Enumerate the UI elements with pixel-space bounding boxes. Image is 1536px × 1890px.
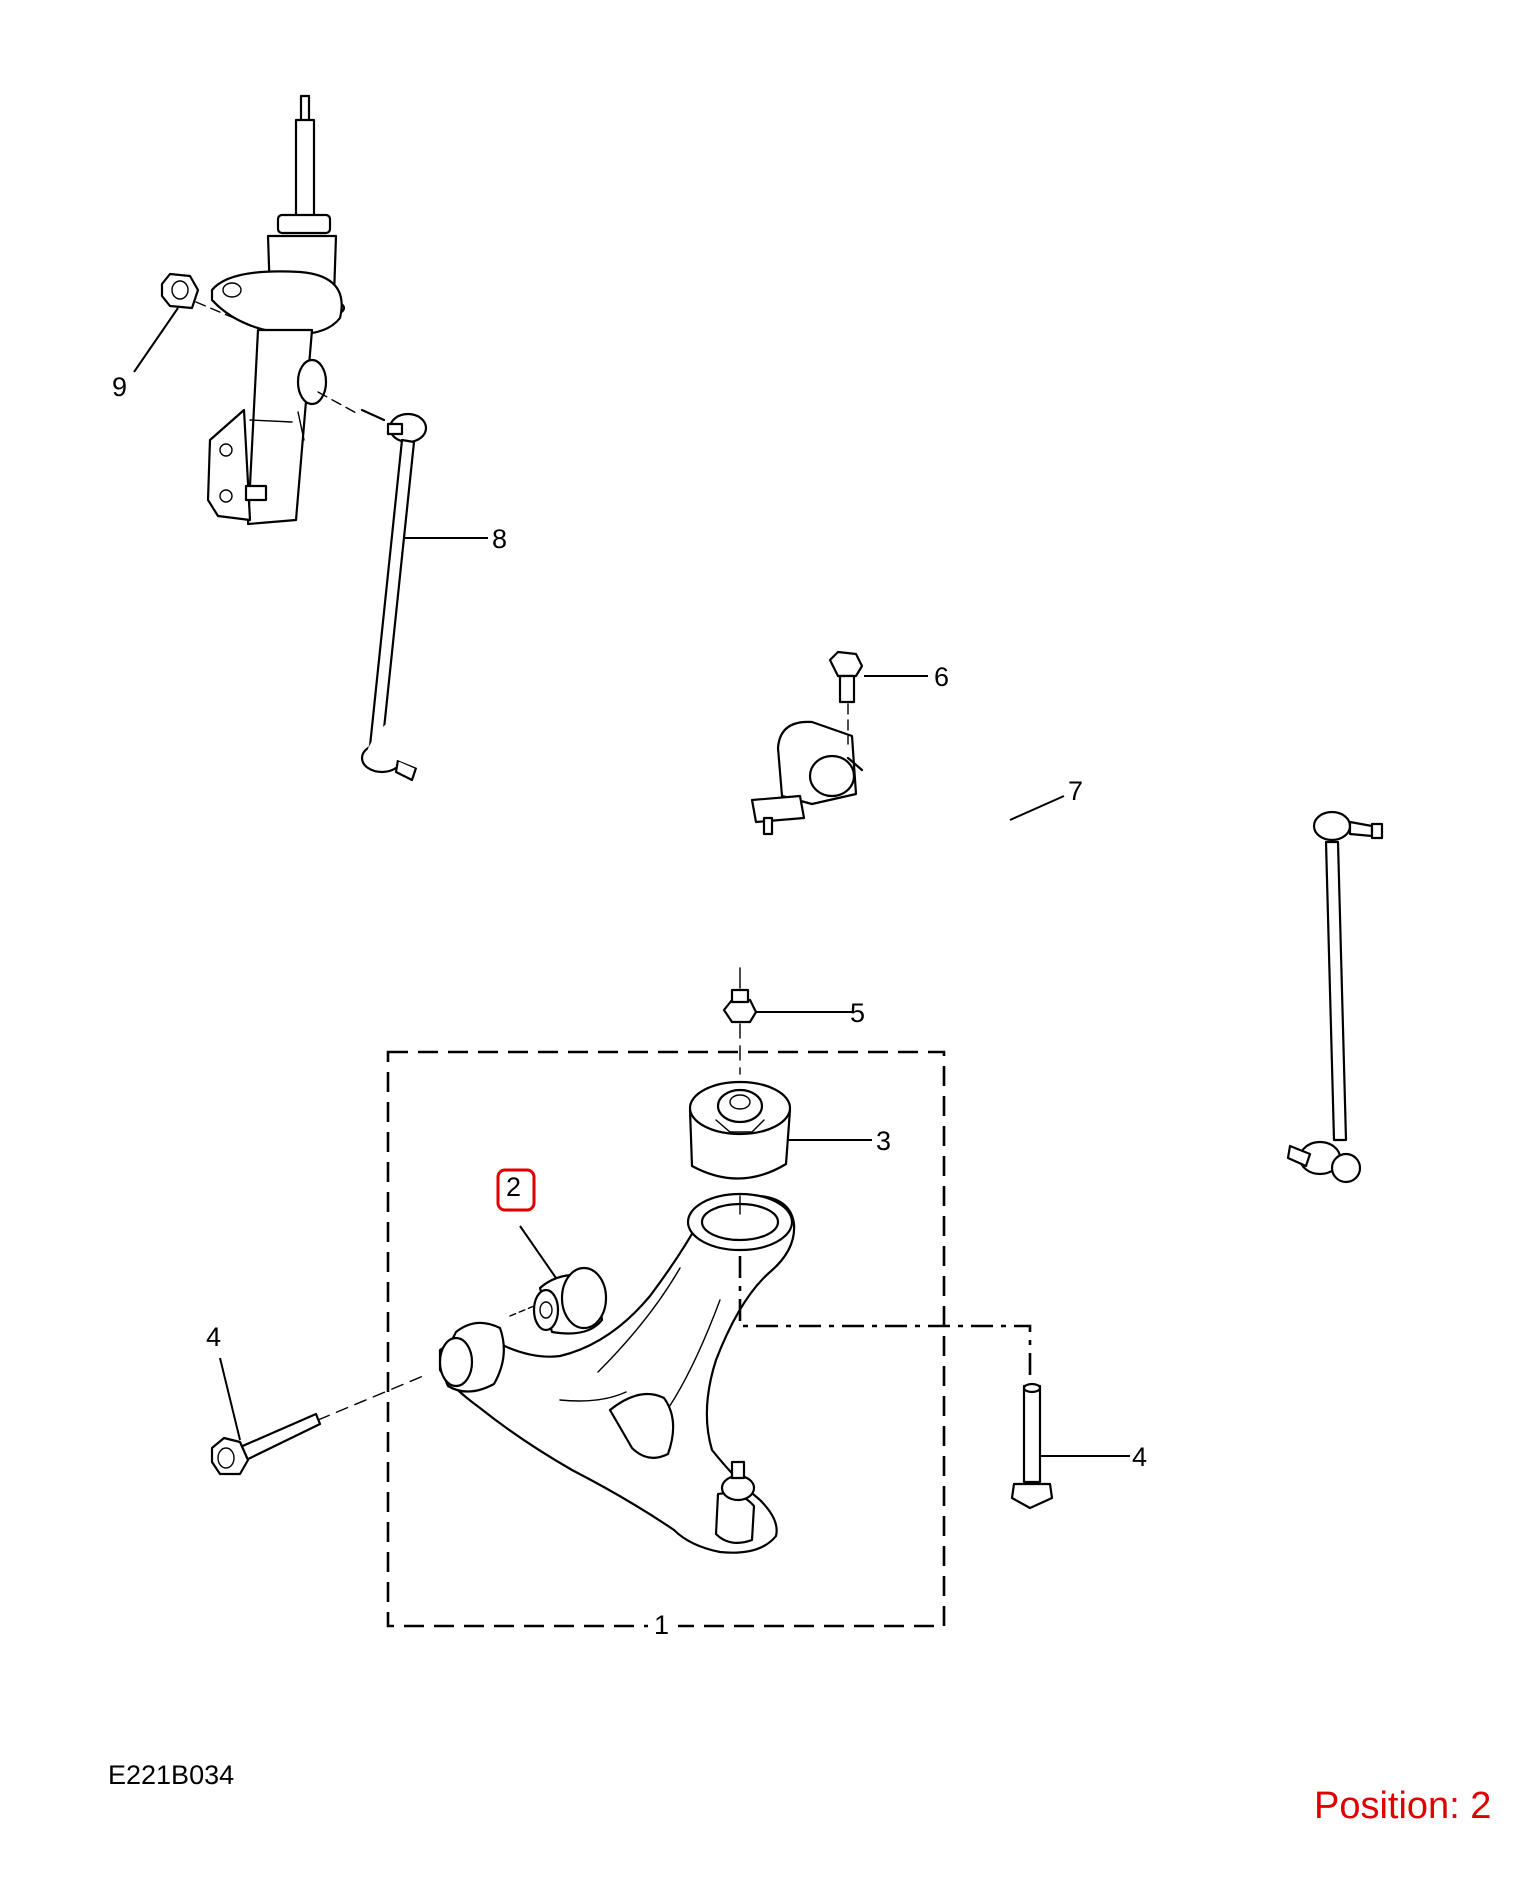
position-indicator: Position: 2 — [1314, 1785, 1491, 1827]
front-bushing — [532, 1266, 608, 1335]
front-bolt — [210, 1412, 322, 1476]
lower-control-arm — [438, 1192, 796, 1554]
strut-assembly — [206, 94, 346, 526]
leader-4-left — [219, 1357, 241, 1441]
callout-7[interactable]: 7 — [1068, 776, 1083, 806]
callout-2-highlight-box — [496, 1168, 536, 1212]
clamp-bolt — [828, 650, 864, 745]
bar-clamp-bracket — [750, 720, 864, 836]
callout-4-right[interactable]: 4 — [1132, 1442, 1147, 1472]
callout-9[interactable]: 9 — [112, 372, 127, 402]
callout-1-gap — [648, 1606, 678, 1642]
drawing-code: E221B034 — [108, 1760, 234, 1790]
bushing-nut — [722, 967, 758, 1024]
rear-bolt — [1010, 1382, 1054, 1510]
callout-8[interactable]: 8 — [492, 524, 507, 554]
callout-2[interactable]: 2 — [506, 1172, 521, 1202]
strut-nut — [160, 272, 200, 310]
bushing-axis-short-line — [509, 1305, 535, 1317]
leader-7 — [1009, 795, 1065, 821]
control-arm-assembly-boundary — [386, 1050, 946, 1628]
callout-6[interactable]: 6 — [934, 662, 949, 692]
callout-1[interactable]: 1 — [654, 1610, 669, 1640]
leader-2 — [519, 1225, 557, 1279]
bolt-axis-dashdot-line — [738, 1256, 1032, 1378]
rear-bushing — [688, 1080, 792, 1180]
stabilizer-link-right — [1286, 810, 1384, 1184]
nut-axis-line — [195, 301, 249, 325]
callout-3[interactable]: 3 — [876, 1126, 891, 1156]
stabilizer-bar — [367, 661, 1380, 1149]
front-bolt-axis-line — [317, 1373, 429, 1421]
callout-4-left[interactable]: 4 — [206, 1322, 221, 1352]
callout-5[interactable]: 5 — [850, 998, 865, 1028]
leader-9 — [133, 307, 179, 373]
